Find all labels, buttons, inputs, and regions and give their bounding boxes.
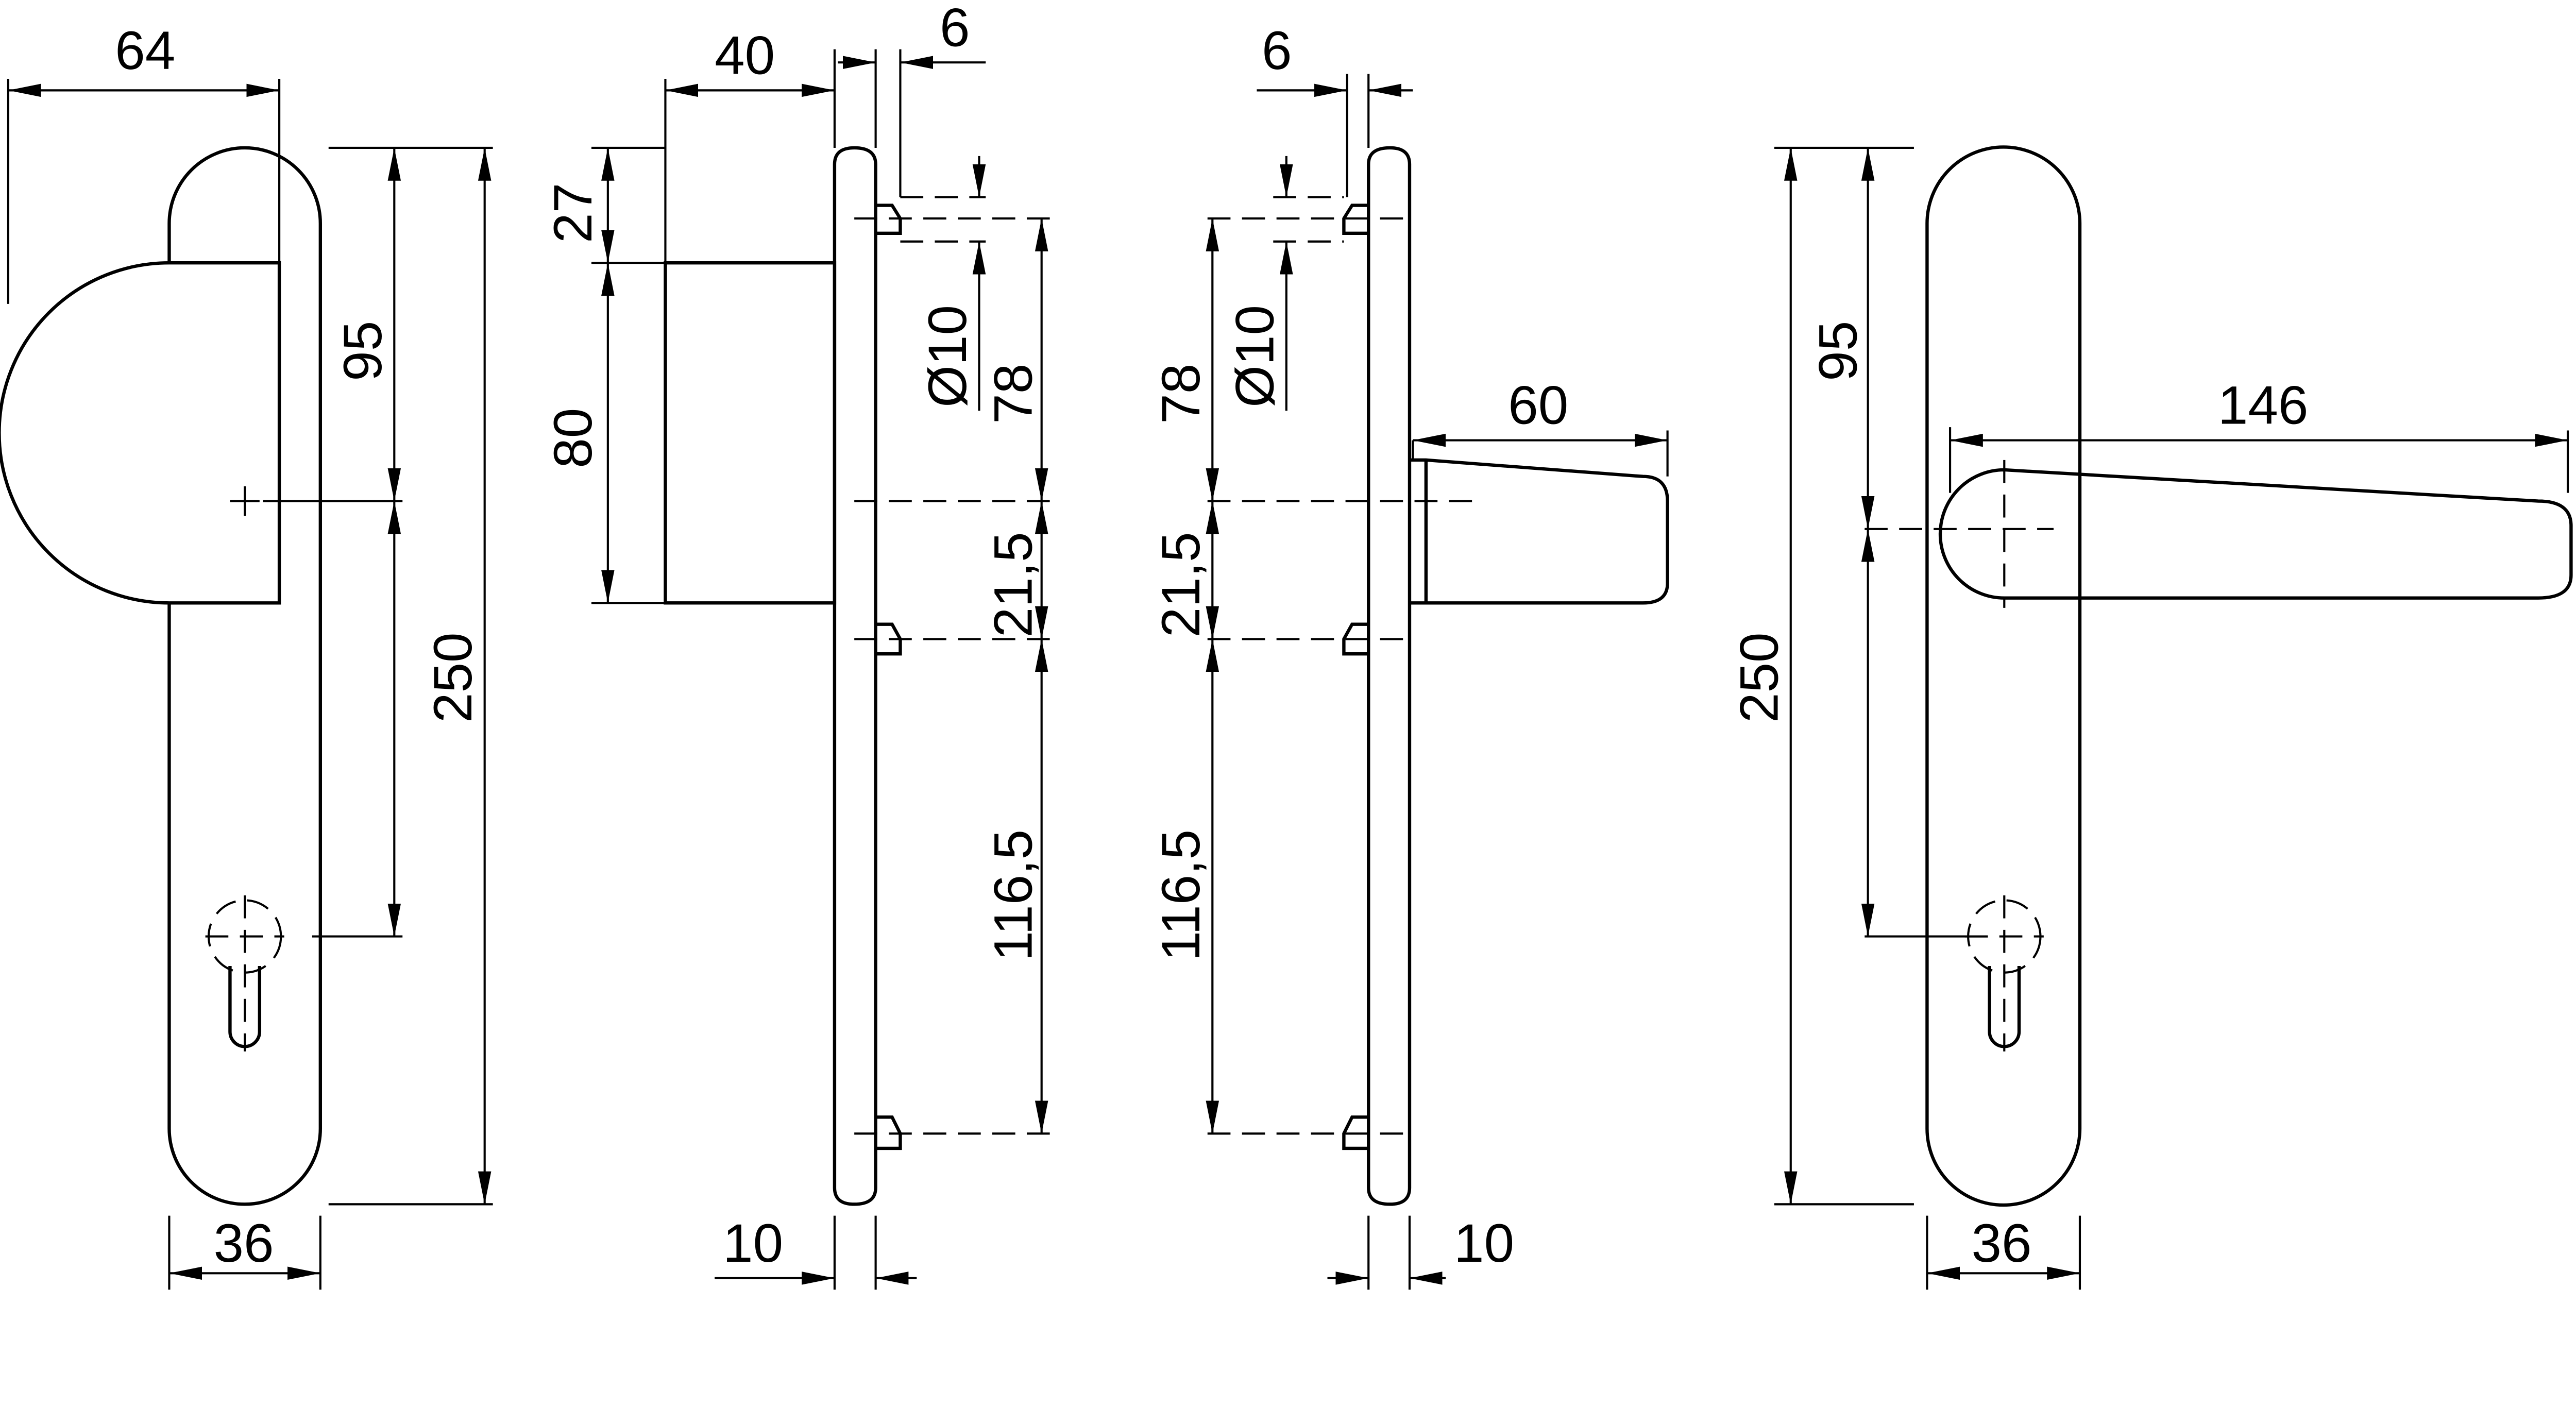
lever-side — [1409, 458, 1669, 605]
front-view-knob: 64 95 250 36 — [0, 21, 493, 1290]
backplate-outline — [167, 146, 323, 1206]
spindle-center-mark — [230, 486, 260, 516]
dim-36: 36 — [214, 1213, 274, 1274]
dim-diameter-10: Ø10 — [1225, 305, 1285, 408]
dim-116-5: 116,5 — [1151, 829, 1211, 961]
keyhole — [1964, 895, 2044, 1052]
dim-6: 6 — [940, 0, 970, 58]
dim-250: 250 — [1729, 632, 1789, 723]
knob-side — [664, 261, 837, 605]
dim-10: 10 — [1454, 1213, 1514, 1274]
dim-diameter-10: Ø10 — [918, 305, 978, 408]
lever-outline — [1938, 468, 2573, 600]
dim-80: 80 — [543, 408, 603, 468]
dim-21-5: 21,5 — [1151, 532, 1211, 637]
backplate-side — [833, 146, 877, 1206]
technical-drawing: 64 95 250 36 40 6 27 80 Ø10 78 21,5 116,… — [0, 0, 2573, 1290]
keyhole — [205, 895, 284, 1052]
dim-64: 64 — [115, 21, 175, 81]
dim-6: 6 — [1262, 21, 1292, 81]
dim-21-5: 21,5 — [984, 532, 1044, 637]
dim-10: 10 — [723, 1213, 783, 1274]
dim-40: 40 — [715, 25, 775, 86]
mounting-pins — [875, 204, 902, 1150]
side-view-knob: 40 6 27 80 Ø10 78 21,5 116,5 10 — [543, 0, 1052, 1290]
front-view-lever: 95 250 146 36 — [1729, 145, 2573, 1290]
side-view-lever: 6 Ø10 78 21,5 116,5 60 10 — [1151, 21, 1669, 1290]
backplate-side — [1367, 146, 1412, 1206]
dim-78: 78 — [1151, 364, 1211, 424]
mounting-pins — [1342, 204, 1369, 1150]
dim-36: 36 — [1972, 1213, 2032, 1274]
backplate-outline — [1925, 145, 2082, 1207]
knob-outline — [0, 261, 281, 605]
dim-95: 95 — [1808, 321, 1868, 381]
dim-60: 60 — [1508, 376, 1568, 436]
dim-116-5: 116,5 — [984, 829, 1044, 961]
dim-250: 250 — [423, 632, 483, 723]
dim-146: 146 — [2218, 376, 2309, 436]
dim-95: 95 — [333, 321, 393, 381]
dim-27: 27 — [543, 183, 603, 243]
dim-78: 78 — [984, 364, 1044, 424]
